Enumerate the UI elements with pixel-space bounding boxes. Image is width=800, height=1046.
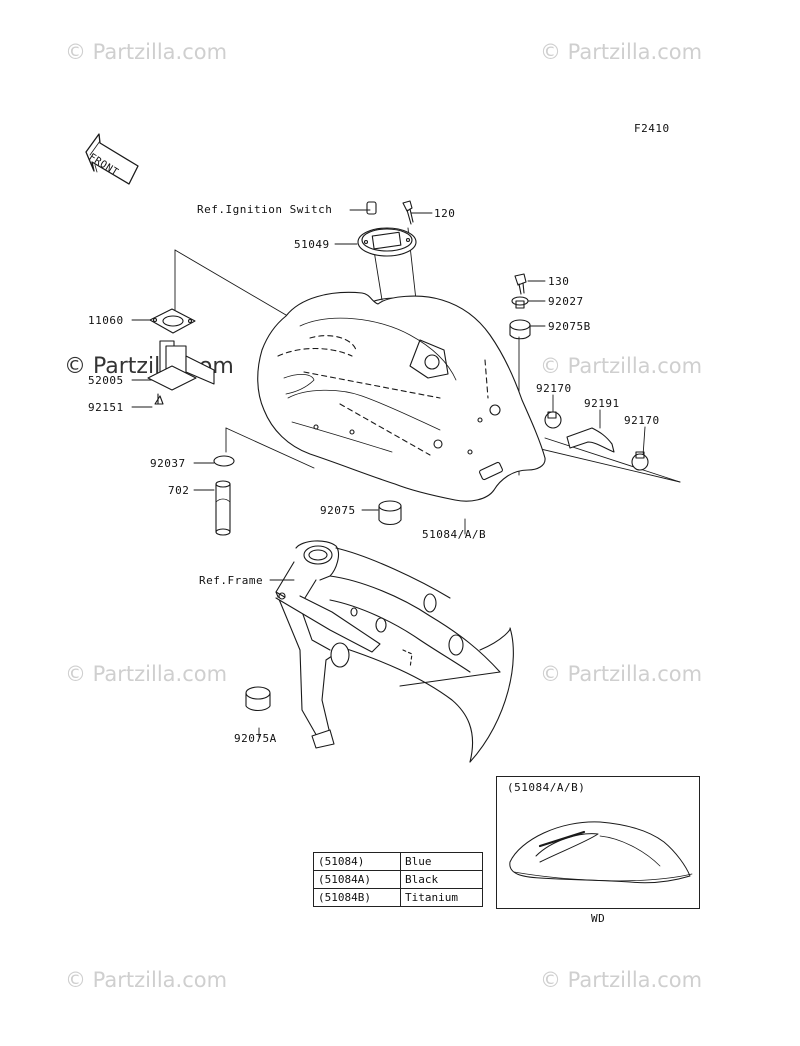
- label-92075: 92075: [320, 504, 356, 517]
- front-arrow-icon: [85, 133, 139, 185]
- color-name: Blue: [400, 852, 483, 871]
- hose-702: [215, 480, 231, 536]
- collar-92027: [511, 296, 529, 309]
- label-92191: 92191: [584, 397, 620, 410]
- inset-caption: WD: [591, 912, 606, 925]
- watermark: © Partzilla.com: [540, 40, 703, 64]
- color-code: (51084B): [313, 888, 401, 907]
- watermark: © Partzilla.com: [540, 968, 703, 992]
- fuel-tank-51084: [257, 291, 546, 502]
- label-130: 130: [548, 275, 570, 288]
- color-name: Black: [400, 870, 483, 889]
- label-ref-ignition-switch: Ref.Ignition Switch: [197, 203, 333, 216]
- color-name: Titanium: [400, 888, 483, 907]
- label-92075A: 92075A: [234, 732, 277, 745]
- label-92037: 92037: [150, 457, 186, 470]
- frame: [275, 540, 514, 763]
- color-code: (51084A): [313, 870, 401, 889]
- ignition-cap: [366, 201, 377, 215]
- hose-92191: [566, 427, 615, 453]
- bolt-130: [514, 273, 527, 295]
- inset-title: (51084/A/B): [507, 781, 586, 794]
- fuel-cap-51049: [357, 227, 417, 257]
- label-92151: 92151: [88, 401, 124, 414]
- damper-92075B: [509, 319, 531, 340]
- color-table: (51084) Blue (51084A) Black (51084B) Tit…: [313, 852, 483, 907]
- fuel-pump-52005: [147, 308, 215, 405]
- label-92027: 92027: [548, 295, 584, 308]
- label-11060: 11060: [88, 314, 124, 327]
- watermark: © Partzilla.com: [540, 662, 703, 686]
- table-row: (51084B) Titanium: [313, 888, 483, 907]
- watermark: © Partzilla.com: [65, 662, 228, 686]
- clamp-92170-b: [631, 451, 649, 471]
- inset-tank-drawing: [509, 821, 693, 884]
- watermark: © Partzilla.com: [540, 354, 703, 378]
- damper-92075: [378, 500, 402, 526]
- clamp-92170-a: [544, 411, 562, 429]
- label-92170-a: 92170: [536, 382, 572, 395]
- table-row: (51084A) Black: [313, 870, 483, 889]
- label-92075B: 92075B: [548, 320, 591, 333]
- label-702: 702: [168, 484, 190, 497]
- label-92170-b: 92170: [624, 414, 660, 427]
- damper-92075A: [245, 686, 271, 712]
- table-row: (51084) Blue: [313, 852, 483, 871]
- watermark: © Partzilla.com: [65, 40, 228, 64]
- label-ref-frame: Ref.Frame: [199, 574, 264, 587]
- label-52005: 52005: [88, 374, 124, 387]
- grommet-92037: [213, 455, 235, 467]
- label-51049: 51049: [294, 238, 330, 251]
- figure-id: F2410: [634, 122, 670, 135]
- bolt-120: [402, 200, 414, 225]
- inset-box: [496, 776, 700, 909]
- color-code: (51084): [313, 852, 401, 871]
- label-51084: 51084/A/B: [422, 528, 487, 541]
- watermark: © Partzilla.com: [65, 968, 228, 992]
- label-120: 120: [434, 207, 456, 220]
